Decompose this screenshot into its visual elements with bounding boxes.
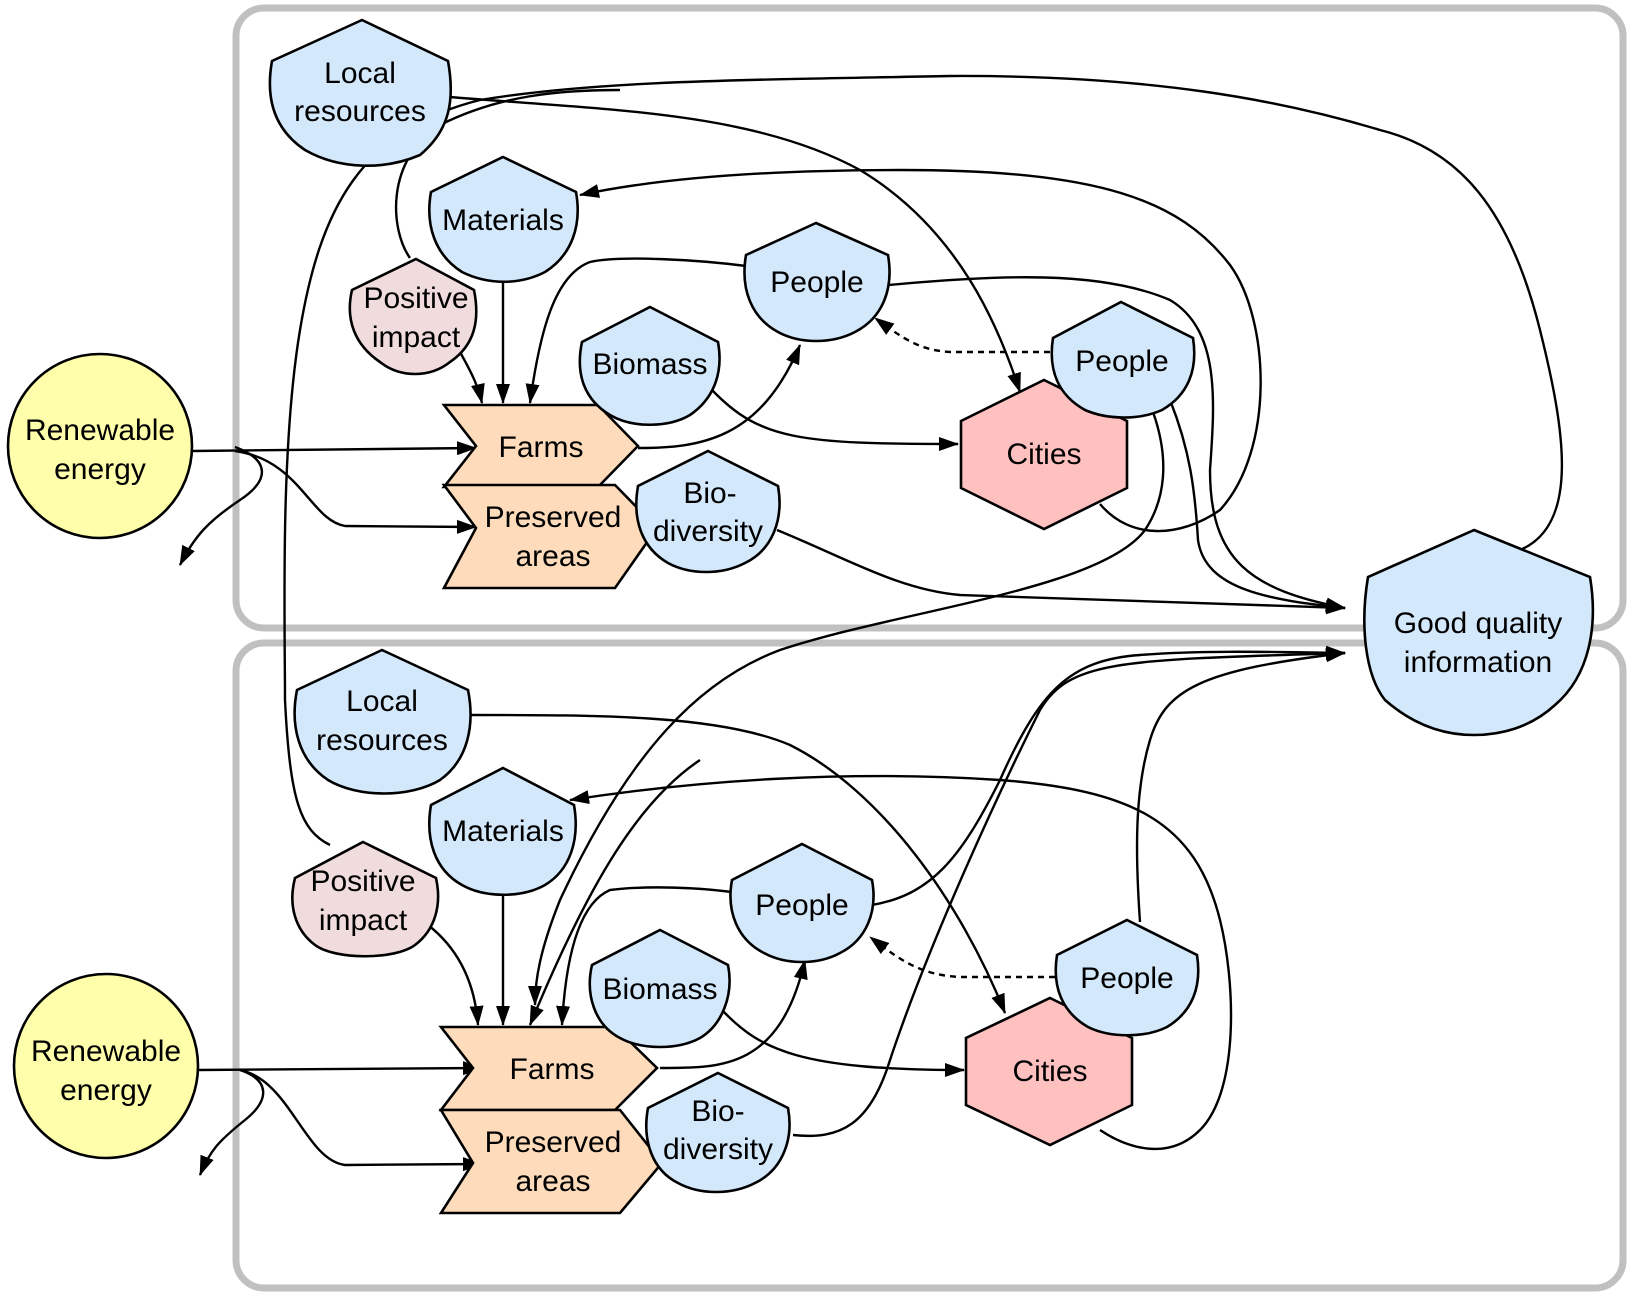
node-label: areas xyxy=(515,1165,590,1198)
node-label: Local xyxy=(346,685,418,718)
edge-energy-farms-lower xyxy=(198,1061,483,1076)
edge-energy-outside xyxy=(178,445,264,566)
edge-people-people-dashed-lower xyxy=(869,936,1055,979)
node-label: information xyxy=(1404,646,1552,679)
node-label: Biomass xyxy=(602,973,717,1006)
node-cities-upper[interactable]: Cities xyxy=(959,378,1129,531)
node-label: Preserved xyxy=(485,1126,622,1159)
group-box-lower xyxy=(232,639,1627,1292)
node-cities-lower[interactable]: Cities xyxy=(964,996,1134,1147)
edge-impact-farms xyxy=(458,351,485,404)
node-label: Positive xyxy=(310,865,415,898)
node-positive-impact-lower[interactable]: Positive impact xyxy=(291,840,440,958)
node-label: Farms xyxy=(510,1053,595,1086)
node-label: resources xyxy=(294,95,426,128)
node-label: diversity xyxy=(663,1133,773,1166)
edge-people-info-upper xyxy=(887,276,1346,612)
edge-people-info-lower xyxy=(871,645,1346,907)
node-label: resources xyxy=(316,724,448,757)
edge-biomass-cities xyxy=(711,389,959,451)
node-label: impact xyxy=(319,904,408,937)
node-biomass-upper[interactable]: Biomass xyxy=(578,305,721,427)
edge-energy-preserved-lower xyxy=(239,1068,483,1172)
node-label: Farms xyxy=(499,431,584,464)
node-renewable-energy-lower[interactable]: Renewable energy xyxy=(12,972,200,1160)
node-people-right-lower[interactable]: People xyxy=(1054,918,1200,1037)
node-positive-impact-upper[interactable]: Positive impact xyxy=(348,257,478,376)
edge-biomass-cities-lower xyxy=(721,1009,965,1077)
node-label: energy xyxy=(60,1074,152,1107)
node-label: Positive xyxy=(363,282,468,315)
node-biomass-lower[interactable]: Biomass xyxy=(588,928,731,1049)
node-label: Biomass xyxy=(592,348,707,381)
node-label: Bio- xyxy=(683,477,736,510)
node-label: People xyxy=(1075,345,1168,378)
edge-energy-farms xyxy=(192,441,477,456)
node-label: People xyxy=(1080,962,1173,995)
node-materials-lower[interactable]: Materials xyxy=(428,766,577,897)
edge-biodiv-info-upper xyxy=(776,528,1346,615)
node-people-right-upper[interactable]: People xyxy=(1050,300,1196,419)
edge-peopleright-info-1 xyxy=(1168,399,1346,613)
node-label: Cities xyxy=(1012,1055,1087,1088)
node-biodiversity-upper[interactable]: Bio- diversity xyxy=(635,449,781,574)
node-biodiversity-lower[interactable]: Bio- diversity xyxy=(645,1071,791,1194)
node-label: Materials xyxy=(442,204,564,237)
node-label: areas xyxy=(515,540,590,573)
edge-farms-people xyxy=(637,344,802,450)
edge-people-farms xyxy=(525,257,747,404)
node-label: Local xyxy=(324,57,396,90)
node-label: Cities xyxy=(1006,438,1081,471)
node-preserved-areas-upper[interactable]: Preserved areas xyxy=(441,483,659,590)
edges-upper xyxy=(178,74,1564,1006)
node-local-resources-upper[interactable]: Local resources xyxy=(268,18,453,167)
node-renewable-energy-upper[interactable]: Renewable energy xyxy=(6,352,194,540)
node-people-center-upper[interactable]: People xyxy=(743,221,891,343)
edge-cities-materials xyxy=(579,168,1262,533)
node-label: Good quality xyxy=(1394,607,1562,640)
edge-info-lower-impact xyxy=(283,74,1564,847)
edge-people-farms-lower xyxy=(556,886,733,1026)
edge-peopleright-info-2 xyxy=(528,411,1165,1006)
node-preserved-areas-lower[interactable]: Preserved areas xyxy=(438,1108,664,1215)
node-local-resources-lower[interactable]: Local resources xyxy=(293,648,472,795)
edge-people-people-dashed xyxy=(874,317,1050,354)
node-label: Renewable xyxy=(31,1035,181,1068)
node-label: Preserved xyxy=(485,501,622,534)
edge-localres-cities-lower xyxy=(469,713,1007,1014)
edge-impact-farms-lower xyxy=(427,924,484,1026)
group-box-upper xyxy=(232,4,1627,632)
edge-energy-preserved xyxy=(234,449,477,534)
edge-energy-outside-lower xyxy=(198,1068,265,1176)
node-people-center-lower[interactable]: People xyxy=(729,842,875,964)
edges-lower xyxy=(198,645,1346,1176)
edge-biodiv-info-lower xyxy=(792,646,1346,1137)
node-label: energy xyxy=(54,453,146,486)
node-good-quality-information[interactable]: Good quality information xyxy=(1363,528,1595,737)
node-materials-upper[interactable]: Materials xyxy=(428,155,579,284)
node-label: impact xyxy=(372,321,461,354)
node-label: Materials xyxy=(442,815,564,848)
node-label: diversity xyxy=(653,515,763,548)
edge-farms-people-lower xyxy=(659,959,808,1070)
node-label: People xyxy=(755,889,848,922)
node-farms-upper[interactable]: Farms xyxy=(441,403,640,489)
edge-localres-cities xyxy=(449,95,1022,393)
edge-peopleright-info-lower xyxy=(1135,648,1346,923)
node-label: Renewable xyxy=(25,414,175,447)
node-label: People xyxy=(770,266,863,299)
node-label: Bio- xyxy=(691,1095,744,1128)
edge-cities-materials-lower xyxy=(569,774,1233,1151)
edge-localres-farms-lower xyxy=(528,759,701,1026)
